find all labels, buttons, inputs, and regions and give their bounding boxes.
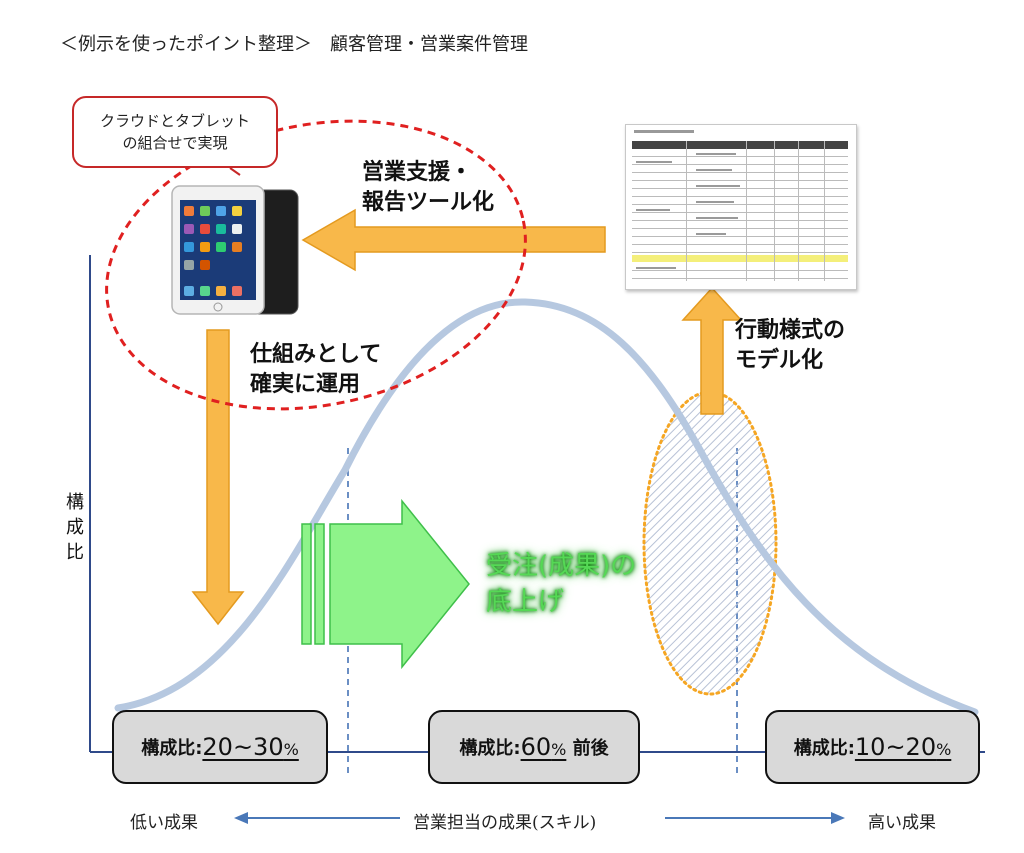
bell-curve — [114, 298, 979, 716]
y-axis-label-char2: 成 — [66, 517, 84, 538]
green-arrow-bar1 — [301, 523, 312, 645]
ratio-box-high-unit: % — [936, 740, 952, 759]
axis-arrowhead-left — [234, 812, 248, 824]
ratio-box-mid-unit: % — [551, 740, 567, 759]
ratio-box-high-prefix: 構成比: — [793, 738, 855, 759]
ratio-box-mid-number: 60 — [520, 733, 552, 761]
green-arrow-bar2 — [314, 523, 325, 645]
axis-label-low: 低い成果 — [130, 813, 198, 833]
label-order-uplift: 受注(成果)の 底上げ — [486, 548, 636, 620]
label-support-line1: 営業支援・ — [362, 160, 473, 185]
label-order-line2: 底上げ — [486, 587, 565, 617]
page-title: ＜例示を使ったポイント整理＞ 顧客管理・営業案件管理 — [60, 34, 528, 55]
label-model-line2: モデル化 — [735, 348, 824, 373]
label-order-line1: 受注(成果)の — [486, 551, 637, 581]
tablet-image — [171, 185, 299, 315]
ratio-box-mid-value: 60% — [521, 733, 567, 761]
ratio-box-low-unit: % — [283, 740, 299, 759]
ratio-box-mid-prefix: 構成比: — [459, 738, 521, 759]
arrow-operate-down — [191, 329, 245, 626]
annotation-connector — [229, 167, 241, 176]
arrow-support-left — [301, 208, 606, 272]
ratio-box-low-prefix: 構成比: — [141, 738, 203, 759]
axis-label-high: 高い成果 — [868, 813, 936, 833]
annotation-line1: クラウドとタブレット — [99, 112, 250, 130]
ratio-box-high: 構成比:10~20% — [765, 710, 980, 784]
label-reliable-operation: 仕組みとして 確実に運用 — [250, 340, 381, 400]
label-model-line1: 行動様式の — [735, 318, 846, 343]
ratio-box-low-number: 20~30 — [202, 733, 284, 761]
label-operate-line2: 確実に運用 — [250, 372, 361, 397]
label-behavior-model: 行動様式の モデル化 — [735, 316, 845, 376]
annotation-line2: の組合せで実現 — [122, 134, 228, 152]
y-axis-label-char3: 比 — [66, 542, 84, 563]
green-arrow-body — [329, 498, 470, 670]
y-axis-label: 構 成 比 — [64, 490, 86, 565]
ratio-box-mid-suffix: 前後 — [566, 738, 609, 759]
y-axis-label-char1: 構 — [66, 492, 84, 513]
label-operate-line1: 仕組みとして — [250, 342, 382, 367]
ratio-box-high-value: 10~20% — [855, 733, 951, 761]
arrow-model-up — [681, 286, 743, 415]
report-document-image — [625, 124, 857, 290]
ratio-box-low-value: 20~30% — [202, 733, 298, 761]
ratio-box-mid: 構成比:60% 前後 — [428, 710, 640, 784]
cloud-tablet-ellipse — [105, 119, 527, 411]
label-support-line2: 報告ツール化 — [362, 190, 495, 215]
annotation-box: クラウドとタブレット の組合せで実現 — [72, 96, 278, 168]
label-support-tool: 営業支援・ 報告ツール化 — [362, 158, 494, 218]
ratio-box-high-number: 10~20 — [854, 733, 937, 761]
ratio-box-low: 構成比:20~30% — [112, 710, 328, 784]
axis-label-mid: 営業担当の成果(スキル) — [413, 813, 597, 833]
axis-arrowhead-right — [831, 812, 845, 824]
